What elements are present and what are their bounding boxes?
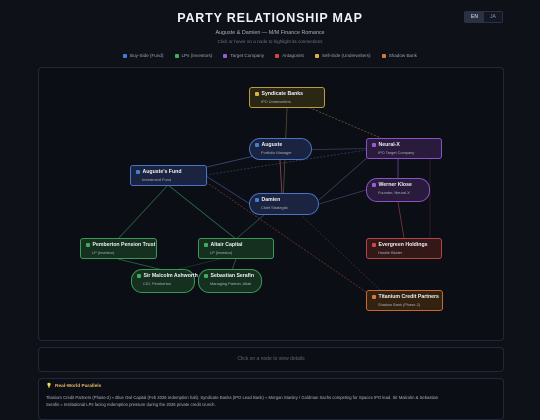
node-sir-malcolm-ashworth[interactable]: Sir Malcolm Ashworth CIO, Pemberton: [131, 269, 198, 293]
node-pemberton-pension-trust[interactable]: Pemberton Pension Trust LP (Investor): [80, 238, 157, 259]
edge-altair-serafin: [231, 258, 237, 271]
parallels-heading: 💡 Real-World Parallels: [46, 384, 102, 389]
antagonist-marker-icon: [372, 243, 376, 247]
edge-augfund-neuralx: [205, 149, 367, 176]
edge-augfund-altair: [167, 184, 237, 240]
language-en-button[interactable]: EN: [465, 12, 484, 22]
legend-item-lps: LPs (Investors): [174, 53, 212, 58]
legend-item-antagonist: Antagonist: [275, 53, 304, 58]
node-sebastian-serafin[interactable]: Sebastian Serafin Managing Partner, Alta…: [198, 269, 262, 293]
node-evergreen-holdings[interactable]: Evergreen Holdings Hostile Bidder: [366, 238, 442, 259]
sell-side-marker-icon: [255, 92, 259, 96]
node-werner-klose[interactable]: Werner Klose Founder, Neural-X: [366, 178, 430, 202]
edge-altair-ashworth: [174, 258, 221, 271]
edge-klose-evergreen: [397, 201, 405, 239]
edge-augfund-damien: [205, 175, 251, 205]
real-world-parallels-panel: 💡 Real-World Parallels Titanium Credit P…: [38, 378, 504, 420]
page-subtitle: Auguste & Damien — M/M Finance Romance: [215, 30, 325, 36]
edge-damien-altair: [235, 213, 266, 240]
legend: Buy-Side (Fund) LPs (Investors) Target C…: [0, 53, 540, 58]
parallels-text-line-1: Titanium Credit Partners (Phase-2) ≈ Blu…: [46, 395, 439, 400]
lp-marker-icon: [86, 243, 90, 247]
node-augustes-fund[interactable]: Auguste's Fund Investment Fund: [130, 165, 207, 186]
edge-pemberton-ashworth: [117, 258, 164, 271]
legend-swatch: [381, 53, 386, 58]
legend-item-target: Target Company: [223, 53, 264, 58]
legend-item-shadow-bank: Shadow Bank: [381, 53, 417, 58]
buy-side-marker-icon: [136, 170, 140, 174]
buy-side-marker-icon: [255, 143, 259, 147]
instruction-hint: Click or hover on a node to highlight it…: [217, 39, 323, 44]
node-altair-capital[interactable]: Altair Capital LP (Investor): [198, 238, 274, 259]
target-marker-icon: [372, 143, 376, 147]
language-toggle: EN JA: [464, 11, 503, 23]
buy-side-marker-icon: [255, 198, 259, 202]
edge-augfund-titanium: [205, 181, 367, 293]
lp-marker-icon: [204, 274, 208, 278]
lp-marker-icon: [137, 274, 141, 278]
legend-item-buy-side: Buy-Side (Fund): [123, 53, 164, 58]
page-title: PARTY RELATIONSHIP MAP: [177, 11, 363, 25]
lightbulb-icon: 💡: [46, 384, 52, 389]
node-auguste[interactable]: Auguste Portfolio Manager: [249, 138, 312, 160]
legend-swatch: [314, 53, 319, 58]
lp-marker-icon: [204, 243, 208, 247]
edge-damien-titanium: [299, 213, 381, 291]
legend-swatch: [123, 53, 128, 58]
edge-auguste-damien: [279, 159, 283, 197]
node-damien[interactable]: Damien Chief Strategist: [249, 193, 319, 215]
legend-swatch: [223, 53, 228, 58]
shadow-bank-marker-icon: [372, 295, 376, 299]
edge-damien-neuralx: [318, 156, 369, 201]
target-marker-icon: [372, 183, 376, 187]
edge-damien-klose: [318, 189, 367, 205]
node-syndicate-banks[interactable]: Syndicate Banks IPO Underwriters: [249, 87, 325, 108]
node-detail-panel: Click on a node to view details: [38, 347, 504, 372]
edge-augfund-pemberton: [117, 184, 169, 240]
legend-swatch: [275, 53, 280, 58]
legend-item-sell-side: Sell-Side (Underwriters): [314, 53, 371, 58]
node-titanium-credit-partners[interactable]: Titanium Credit Partners Shadow Bank (Ph…: [366, 290, 443, 311]
language-ja-button[interactable]: JA: [483, 12, 502, 22]
legend-swatch: [174, 53, 179, 58]
node-neural-x[interactable]: Neural-X IPO Target Company: [366, 138, 442, 159]
